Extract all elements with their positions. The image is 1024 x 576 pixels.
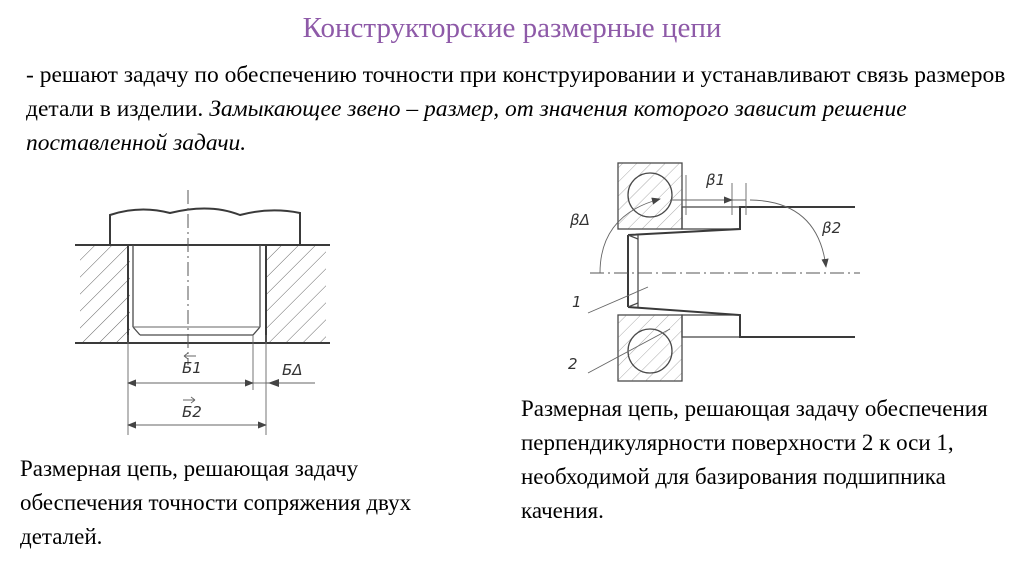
label-beta1: β1 bbox=[705, 171, 725, 189]
bearing-dimension-chain-drawing: β1 βΔ β2 1 2 bbox=[568, 162, 860, 382]
right-figure-caption: Размерная цепь, решающая задачу обеспече… bbox=[521, 396, 988, 523]
label-beta2: β2 bbox=[821, 219, 841, 237]
label-beta-delta: βΔ bbox=[569, 211, 590, 229]
slide-title: Конструкторские размерные цепи bbox=[302, 12, 722, 44]
intro-text: - решают задачу по обеспечению точности … bbox=[26, 62, 1006, 122]
intro-paragraph: - решают задачу по обеспечению точности … bbox=[26, 58, 1016, 160]
label-b1: Б1 bbox=[182, 359, 202, 377]
label-b-delta: БΔ bbox=[282, 361, 303, 379]
label-surface-2: 2 bbox=[568, 355, 578, 373]
label-b2: Б2 bbox=[182, 403, 202, 421]
intro-definition: Замыкающее звено – размер, от значения к… bbox=[26, 96, 907, 156]
label-axis-1: 1 bbox=[572, 293, 582, 311]
fit-dimension-chain-drawing: Б1 БΔ Б2 bbox=[75, 190, 330, 435]
left-figure-caption: Размерная цепь, решающая задачу обеспече… bbox=[20, 456, 412, 549]
